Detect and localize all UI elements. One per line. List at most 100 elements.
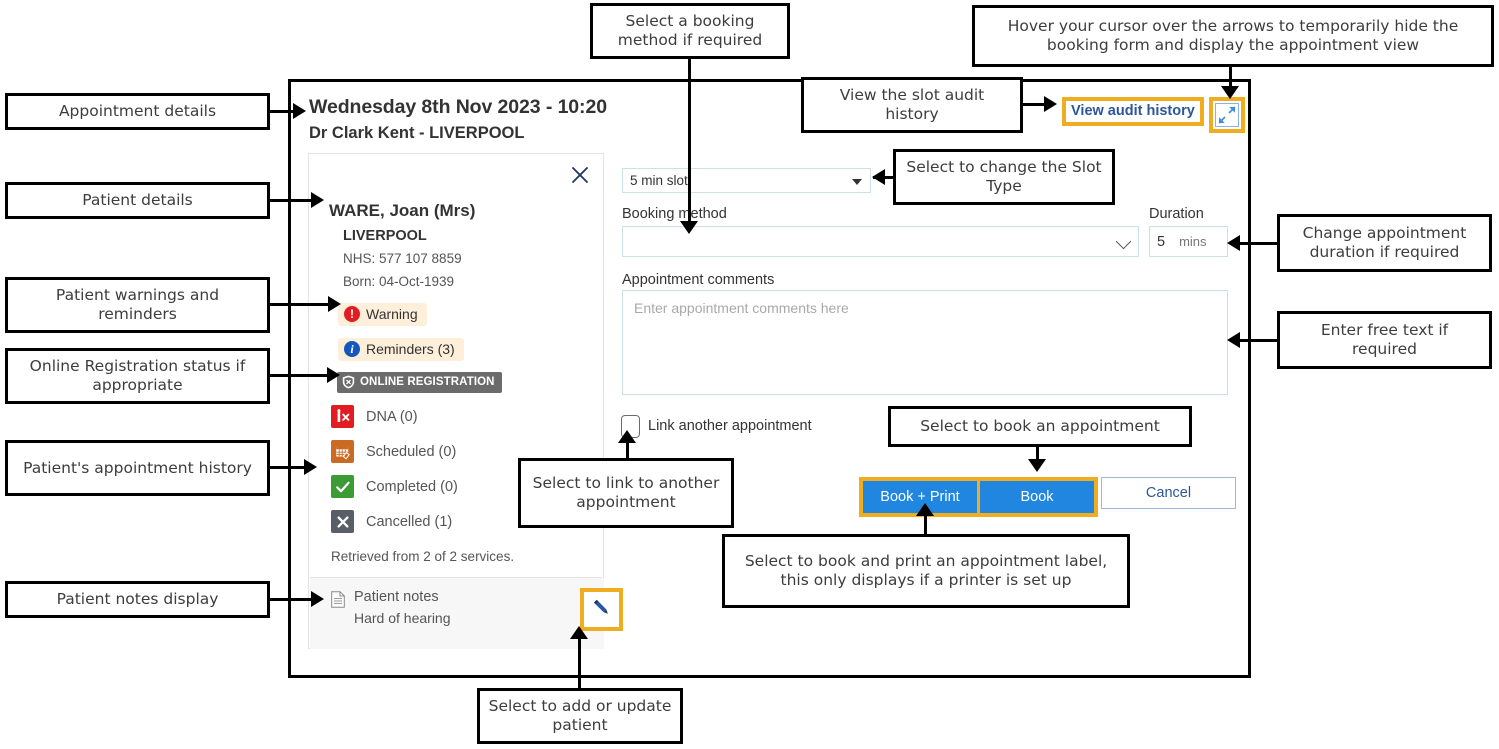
dna-icon: [331, 405, 354, 428]
callout-book-print: Select to book and print an appointment …: [722, 534, 1130, 608]
history-row-completed[interactable]: Completed (0): [331, 475, 458, 498]
warning-icon: !: [344, 306, 360, 322]
callout-patient-warnings: Patient warnings and reminders: [5, 277, 270, 333]
patient-name: WARE, Joan (Mrs): [329, 201, 476, 220]
leader-patient-details: [270, 199, 314, 202]
patient-reminders-badge[interactable]: i Reminders (3): [338, 338, 464, 361]
callout-patient-details: Patient details: [5, 182, 270, 219]
pencil-icon: [589, 595, 614, 625]
history-label-scheduled: Scheduled (0): [366, 443, 457, 460]
patient-nhs-number: NHS: 577 107 8859: [343, 251, 462, 266]
appointment-comments-label: Appointment comments: [622, 272, 775, 288]
arrow-book-print: [916, 503, 934, 516]
callout-add-update-patient: Select to add or update patient: [477, 688, 683, 744]
arrow-appointment-history: [304, 459, 317, 475]
callout-online-registration: Online Registration status if appropriat…: [5, 348, 270, 404]
leader-free-text: [1252, 339, 1279, 342]
card-divider: [310, 577, 602, 578]
view-audit-history-link[interactable]: View audit history: [1062, 97, 1204, 126]
callout-hover-arrows: Hover your cursor over the arrows to tem…: [972, 5, 1494, 67]
history-label-dna: DNA (0): [366, 408, 418, 425]
collapse-arrows-icon: [1215, 103, 1239, 127]
document-icon: [331, 591, 345, 608]
patient-notes-text: Hard of hearing: [354, 610, 451, 626]
callout-duration: Change appointment duration if required: [1277, 214, 1492, 272]
leader-audit-history: [1023, 103, 1047, 106]
arrow-booking-method: [680, 221, 698, 234]
leader-book-print: [924, 514, 927, 536]
arrow-appointment-details: [293, 103, 306, 119]
arrow-patient-details: [311, 192, 324, 208]
arrow-link-appointment: [618, 430, 636, 443]
booking-method-label: Booking method: [622, 206, 727, 222]
history-label-completed: Completed (0): [366, 478, 458, 495]
leader-add-update-patient: [578, 637, 581, 689]
scheduled-icon: [331, 440, 354, 463]
arrow-add-update-patient: [570, 626, 588, 639]
info-icon: i: [344, 341, 360, 357]
leader-patient-warnings: [270, 303, 331, 306]
history-row-dna[interactable]: DNA (0): [331, 405, 418, 428]
collapse-arrows-button[interactable]: [1209, 97, 1245, 133]
history-row-cancelled[interactable]: Cancelled (1): [331, 510, 452, 533]
duration-input[interactable]: 5 mins: [1149, 226, 1228, 257]
slot-type-select[interactable]: 5 min slot: [622, 168, 871, 193]
callout-appointment-details: Appointment details: [5, 93, 270, 130]
patient-dob: Born: 04-Oct-1939: [343, 274, 455, 289]
link-another-appointment-label: Link another appointment: [648, 418, 812, 434]
callout-free-text: Enter free text if required: [1277, 311, 1492, 369]
leader-online-registration: [270, 374, 330, 377]
close-icon[interactable]: [569, 164, 591, 186]
slot-type-value: 5 min slot: [630, 173, 688, 188]
appointment-comments-textarea[interactable]: Enter appointment comments here: [622, 290, 1228, 395]
cancel-button[interactable]: Cancel: [1101, 477, 1236, 509]
history-row-scheduled[interactable]: Scheduled (0): [331, 440, 456, 463]
duration-value: 5: [1157, 233, 1166, 250]
book-buttons-group: Book + Print Book: [859, 477, 1098, 517]
callout-audit-history: View the slot audit history: [801, 77, 1023, 133]
warning-label: Warning: [366, 306, 418, 322]
callout-booking-method: Select a booking method if required: [590, 3, 790, 59]
arrow-duration: [1227, 235, 1240, 251]
arrow-book-appointment: [1028, 459, 1046, 472]
duration-label: Duration: [1149, 206, 1204, 222]
patient-notes-block: Patient notes Hard of hearing: [310, 578, 623, 649]
online-registration-label: ONLINE REGISTRATION: [360, 376, 495, 388]
leader-patient-notes: [270, 598, 314, 601]
patient-site: LIVERPOOL: [343, 228, 427, 244]
leader-duration-2: [1237, 242, 1255, 245]
completed-icon: [331, 475, 354, 498]
patient-warning-badge[interactable]: ! Warning: [338, 303, 427, 326]
leader-appointment-history: [270, 466, 307, 469]
arrow-online-registration: [327, 367, 340, 383]
leader-booking-method: [688, 59, 691, 225]
leader-free-text-2: [1237, 339, 1255, 342]
callout-book-appointment: Select to book an appointment: [888, 406, 1192, 447]
book-button[interactable]: Book: [980, 481, 1094, 513]
appointment-date-time: Wednesday 8th Nov 2023 - 10:20: [309, 96, 607, 118]
chevron-down-icon: [1115, 233, 1132, 250]
arrow-hover-arrows: [1221, 86, 1239, 99]
callout-slot-type: Select to change the Slot Type: [893, 149, 1115, 205]
callout-link-appointment: Select to link to another appointment: [518, 458, 734, 528]
callout-patient-notes: Patient notes display: [5, 581, 270, 618]
arrow-audit-history: [1044, 96, 1057, 112]
leader-link-appointment: [626, 442, 629, 460]
appointment-clinician: Dr Clark Kent - LIVERPOOL: [309, 124, 525, 142]
shield-icon: [342, 375, 355, 389]
leader-appointment-details: [270, 110, 296, 113]
comments-placeholder: Enter appointment comments here: [634, 300, 849, 316]
online-registration-badge[interactable]: ONLINE REGISTRATION: [337, 372, 502, 393]
chevron-down-icon: [852, 179, 862, 185]
patient-details-card: WARE, Joan (Mrs) LIVERPOOL NHS: 577 107 …: [308, 153, 623, 649]
edit-patient-button[interactable]: [580, 588, 623, 631]
retrieved-services-text: Retrieved from 2 of 2 services.: [331, 549, 515, 564]
arrow-free-text: [1227, 332, 1240, 348]
callout-appointment-history: Patient's appointment history: [5, 440, 270, 496]
reminders-label: Reminders (3): [366, 341, 455, 357]
leader-duration: [1252, 242, 1279, 245]
booking-method-select[interactable]: [622, 226, 1139, 257]
history-label-cancelled: Cancelled (1): [366, 513, 453, 530]
arrow-patient-warnings: [328, 296, 341, 312]
arrow-slot-type: [872, 169, 885, 185]
